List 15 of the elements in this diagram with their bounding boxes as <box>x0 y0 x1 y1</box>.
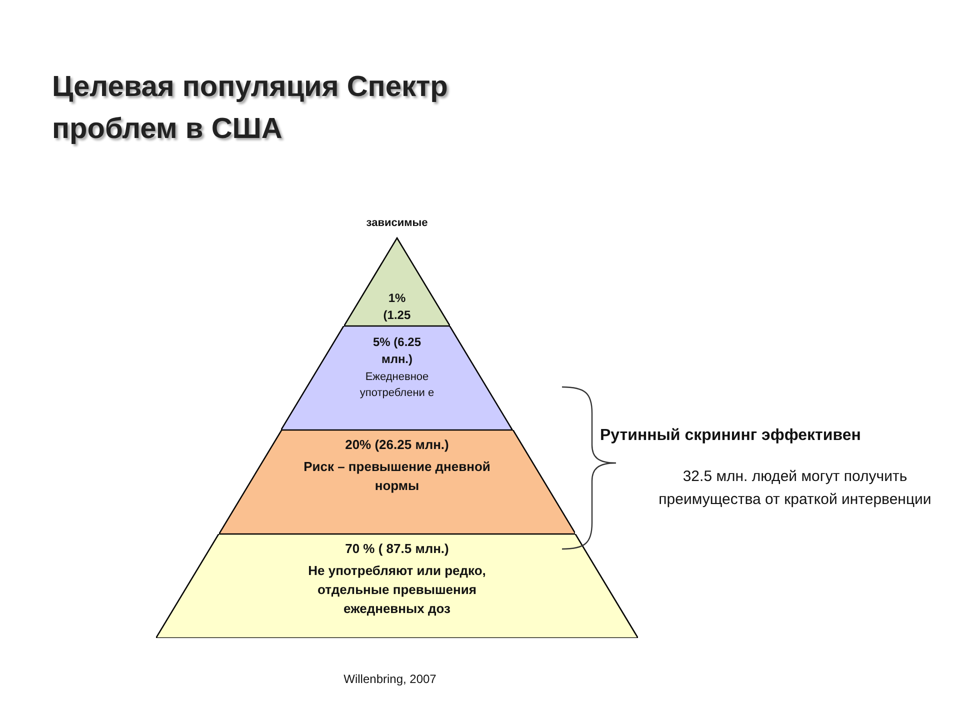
source-citation: Willenbring, 2007 <box>342 671 438 688</box>
screening-heading: Рутинный скрининг эффективен <box>600 426 862 446</box>
risk-tier <box>218 430 576 534</box>
tier-description: Не употребляют или редко, отдельные превышения ежедневных доз <box>307 562 487 618</box>
tier-description: 1% (1.25 <box>382 290 412 324</box>
tier-figure: 70 % ( 87.5 млн.) <box>344 540 450 558</box>
slide-title: Целевая популяция Спектр проблем в США <box>52 70 449 148</box>
tier-description: Ежедневное употреблени е <box>358 370 436 401</box>
tier-figure: 20% (26.25 млн.) <box>344 436 450 454</box>
tier-heading: зависимые <box>365 216 429 231</box>
low-use-tier <box>156 534 638 638</box>
daily-use-tier <box>281 326 513 430</box>
tier-description: Риск – превышение дневной нормы <box>302 458 492 495</box>
screening-note: 32.5 млн. людей могут получить преимущества от краткой интервенции <box>658 467 932 510</box>
tier-figure: 5% (6.25 млн.) <box>372 334 422 368</box>
